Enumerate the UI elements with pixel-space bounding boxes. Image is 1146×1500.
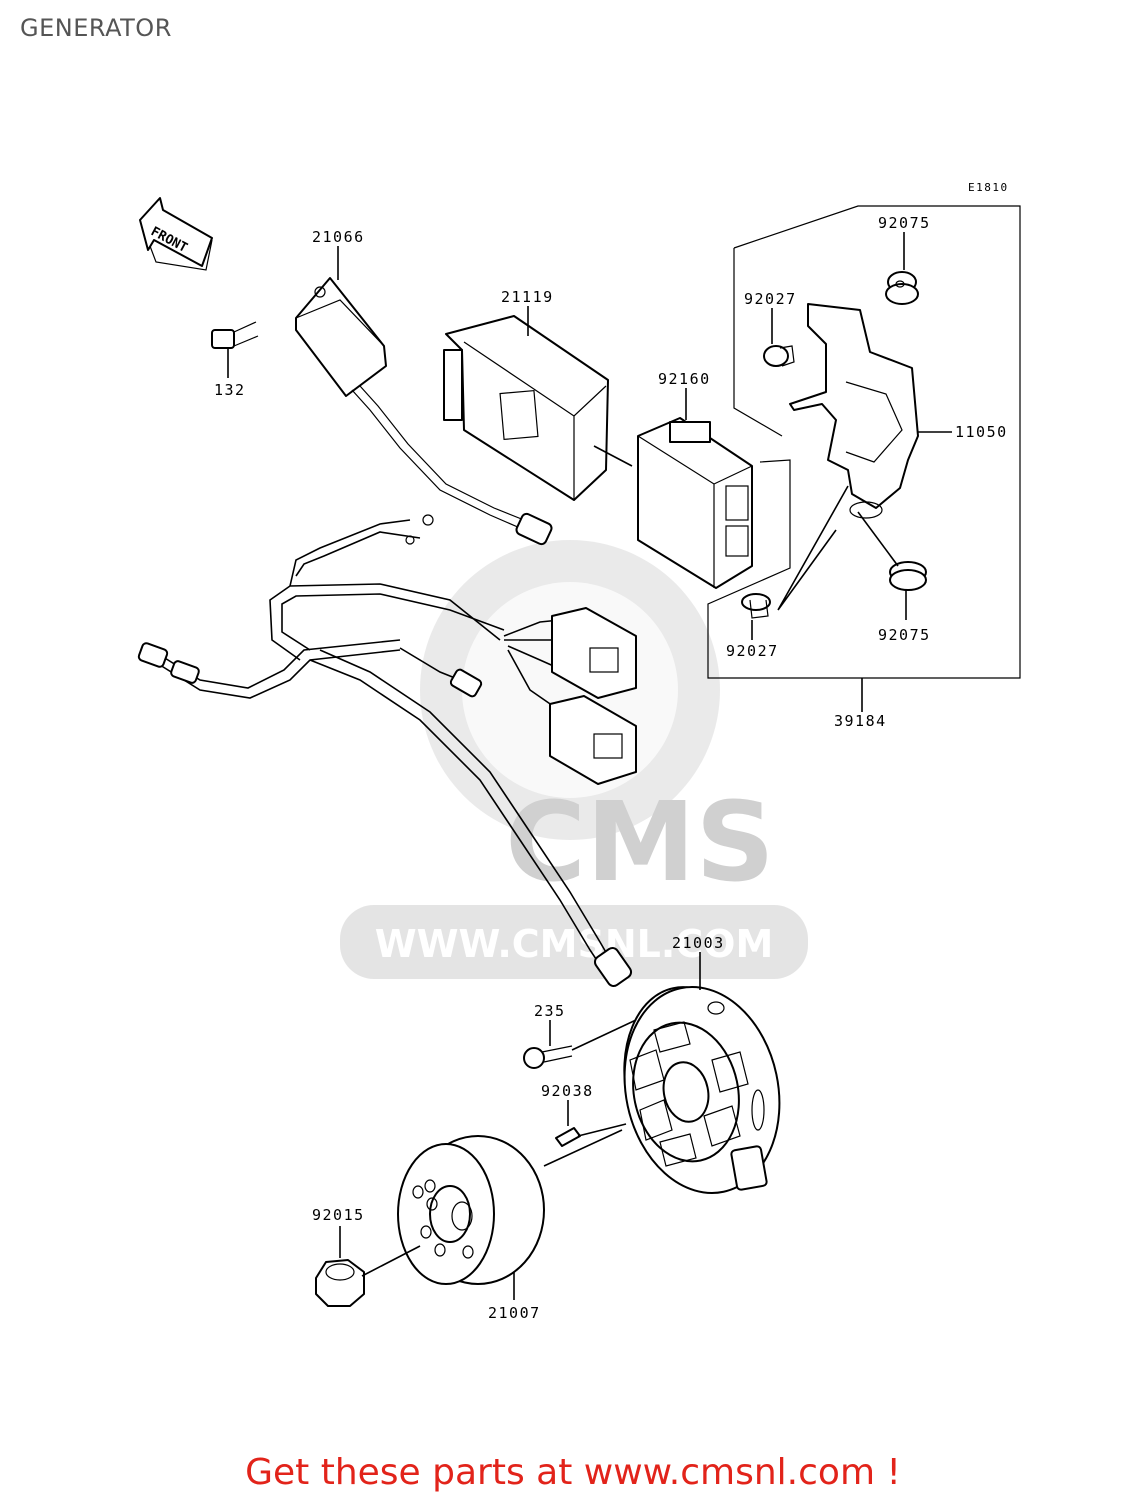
part-92027-collar-bottom xyxy=(741,593,771,619)
label-21066: 21066 xyxy=(312,228,365,246)
leader-92075-bottom-b xyxy=(857,511,899,567)
part-92075-grommet-bottom xyxy=(889,561,927,591)
part-92027-collar-top xyxy=(763,345,795,367)
wiring-harness xyxy=(137,514,637,988)
leader-92015-b xyxy=(361,1245,421,1277)
label-92075-bottom: 92075 xyxy=(878,626,931,644)
label-92038: 92038 xyxy=(541,1082,594,1100)
label-11050: 11050 xyxy=(955,423,1008,441)
watermark-brand: CMS xyxy=(505,778,774,906)
label-132: 132 xyxy=(214,381,246,399)
label-92015: 92015 xyxy=(312,1206,365,1224)
part-21007-rotor xyxy=(397,1135,545,1285)
part-21003-stator xyxy=(623,986,781,1194)
watermark-url: WWW.CMSNL.COM xyxy=(375,922,774,966)
page-title: GENERATOR xyxy=(20,14,172,42)
part-132-bolt xyxy=(211,321,259,349)
label-21119: 21119 xyxy=(501,288,554,306)
front-arrow-icon: FRONT xyxy=(139,197,213,271)
part-92160-unit xyxy=(637,417,753,589)
figure-reference: E1810 xyxy=(968,181,1009,194)
part-92075-grommet-top xyxy=(885,271,919,305)
leader-92027-bottom xyxy=(751,485,849,640)
label-21007: 21007 xyxy=(488,1304,541,1322)
part-21066-unit xyxy=(295,277,553,546)
label-92160: 92160 xyxy=(658,370,711,388)
label-39184: 39184 xyxy=(834,712,887,730)
label-92027-top: 92027 xyxy=(744,290,797,308)
part-235-screw xyxy=(523,1045,573,1069)
footer-promo-link[interactable]: Get these parts at www.cmsnl.com ! xyxy=(245,1452,901,1493)
part-92015-nut xyxy=(315,1259,365,1307)
part-92038-key xyxy=(555,1127,581,1147)
leader-21119-b xyxy=(593,445,633,467)
label-92075-top: 92075 xyxy=(878,214,931,232)
label-21003: 21003 xyxy=(672,934,725,952)
label-92027-bottom: 92027 xyxy=(726,642,779,660)
part-21119-unit xyxy=(443,315,609,501)
leader-21007-b xyxy=(543,1129,623,1167)
assembly-outline-39184 xyxy=(707,205,1021,679)
leader-235-b xyxy=(571,1019,637,1051)
label-235: 235 xyxy=(534,1002,566,1020)
part-11050-bracket xyxy=(789,303,919,519)
leader-92038-b xyxy=(577,1123,627,1137)
